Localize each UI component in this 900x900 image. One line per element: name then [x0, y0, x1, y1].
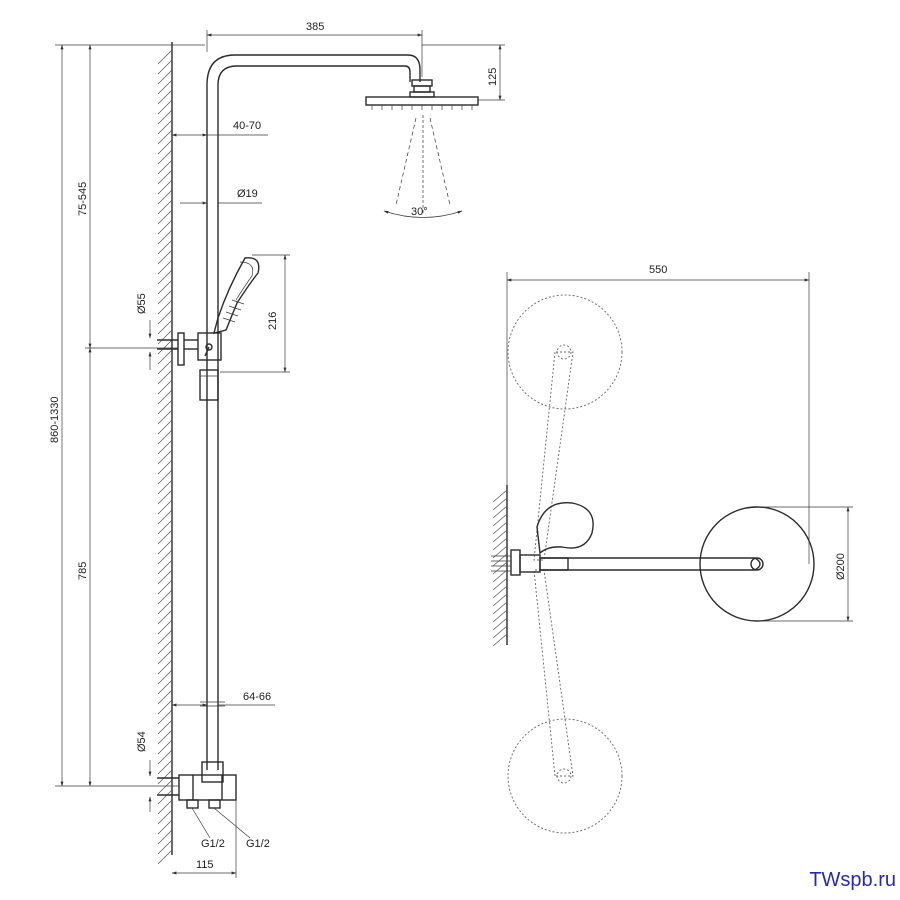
swing-ghost-positions — [507, 294, 623, 834]
mixer-depth-label: 115 — [196, 859, 214, 871]
wall-right — [492, 485, 508, 647]
dim-lower-offset: 64-66 — [171, 691, 275, 707]
hand-length-label: 216 — [267, 312, 279, 330]
spray-angle-label: 30° — [411, 206, 428, 218]
riser-pipe — [200, 54, 421, 770]
shower-head — [365, 79, 479, 110]
wall-offset-label: 40-70 — [233, 120, 261, 132]
lower-height-label: 785 — [77, 562, 89, 580]
dim-hand-length: 216 — [220, 254, 290, 373]
dim-mixer-depth: 115 — [171, 800, 237, 878]
wall-left — [157, 42, 173, 865]
inlet-right-label: G1/2 — [246, 838, 270, 850]
upper-bracket-diameter-label: Ø55 — [136, 293, 148, 314]
dim-head-diameter: Ø200 — [757, 506, 853, 622]
dim-top-span: 550 — [506, 264, 810, 564]
tube-diameter-label: Ø19 — [237, 188, 258, 200]
dim-total-height: 860-1330 — [49, 44, 179, 787]
side-view: 30° — [49, 21, 505, 878]
head-diameter-label: Ø200 — [835, 553, 847, 580]
hand-shower-top — [536, 502, 594, 555]
head-drop-label: 125 — [487, 68, 499, 86]
arm-length-label: 385 — [306, 21, 324, 33]
hand-shower — [213, 257, 260, 334]
lower-offset-label: 64-66 — [243, 691, 271, 703]
dim-tube-diameter: Ø19 — [180, 188, 262, 205]
rain-head-top — [699, 506, 815, 622]
dim-upper-range: 75-545 — [77, 44, 205, 349]
dim-lower-height: 785 — [77, 347, 92, 787]
dim-head-drop: 125 — [422, 44, 505, 101]
site-watermark: TWspb.ru — [809, 869, 896, 891]
spray-cone: 30° — [383, 115, 463, 218]
dim-arm-length: 385 — [206, 21, 423, 77]
top-view: 550 Ø200 — [491, 264, 853, 834]
inlet-callouts: G1/2 G1/2 — [191, 807, 270, 850]
total-height-label: 860-1330 — [49, 397, 61, 444]
inlet-left-label: G1/2 — [201, 838, 225, 850]
thermostatic-mixer — [157, 761, 237, 809]
top-view-span-label: 550 — [649, 264, 667, 276]
mixer-diameter-label: Ø54 — [136, 731, 148, 752]
arm-top — [491, 549, 761, 576]
upper-bracket — [157, 332, 222, 401]
upper-range-label: 75-545 — [77, 182, 89, 216]
dim-mixer-diameter: Ø54 — [136, 731, 152, 812]
dim-upper-bracket-diameter: Ø55 — [136, 293, 152, 370]
dim-wall-offset: 40-70 — [171, 120, 268, 137]
